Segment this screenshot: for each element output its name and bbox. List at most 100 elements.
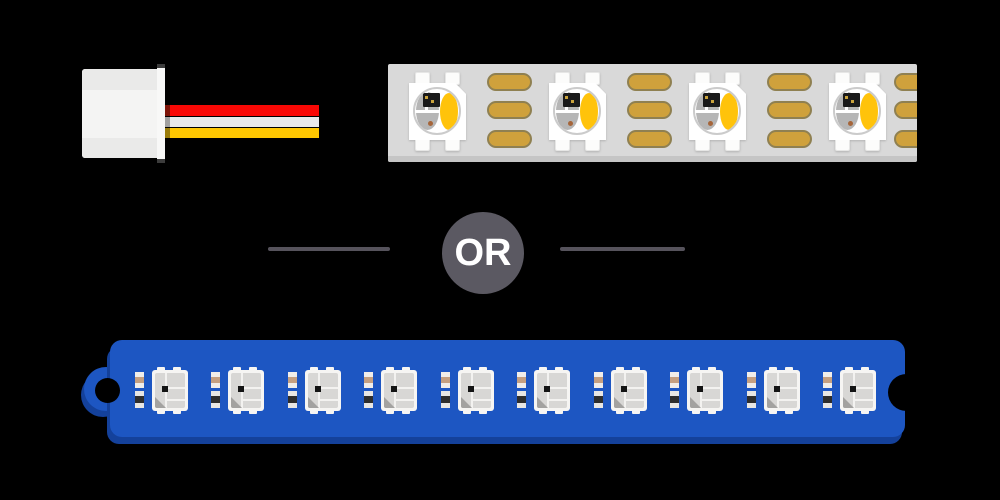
resistor-black [441,391,450,408]
solder-pad [894,130,917,148]
wire-yellow [165,128,319,138]
smd-led-face [614,373,644,408]
smd-led-tab [402,367,410,371]
smd-led-dot [162,386,168,392]
resistor-cap [364,391,373,396]
smd-led-corner-fold [537,397,548,408]
bond-wire-dot [425,96,428,99]
resistor-cap [364,383,373,388]
led-phosphor [860,93,878,130]
smd-led-package [152,367,188,414]
smd-led-package [764,367,800,414]
resistor-cap [747,403,756,408]
resistor-black [288,391,297,408]
smd-led-divider [700,387,720,389]
bond-pad-dot [708,121,713,126]
led-phosphor [440,93,458,130]
resistor-black [517,391,526,408]
smd-led-tab [539,367,547,371]
smd-led-tab [463,410,471,414]
bond-wire-dot [565,96,568,99]
resistor-cap [747,372,756,377]
connector-housing [82,69,157,158]
smd-led-corner-fold [843,397,854,408]
resistor-cap [594,383,603,388]
smd-led-divider [853,399,873,401]
smd-led-tab [632,367,640,371]
bond-pad-dot [428,121,433,126]
resistor-cap [441,383,450,388]
smd-led-face [231,373,261,408]
smd-led-dot [621,386,627,392]
smd-led-package [687,367,723,414]
or-label: OR [454,231,512,274]
smd-led-tab [861,410,869,414]
smd-led-face [537,373,567,408]
smd-led-divider [394,387,414,389]
resistor-tan [441,372,450,388]
smd-led-tab [785,367,793,371]
resistor-cap [288,403,297,408]
resistor-band [670,377,679,383]
smd-led-tab [386,367,394,371]
resistor-band [364,377,373,383]
led-lens-ring [833,87,881,135]
resistor-cap [670,372,679,377]
rgbw-led-package [689,72,746,151]
bond-pad-dot [848,121,853,126]
resistor-band [594,396,603,403]
smd-led-tab [708,410,716,414]
smd-led-dot [468,386,474,392]
resistor-cap [135,391,144,396]
bond-wire-dot [711,100,714,103]
smd-led-tab [157,410,165,414]
smd-led-tab [845,367,853,371]
smd-led-divider [700,399,720,401]
resistor-cap [135,372,144,377]
resistor-cap [364,372,373,377]
smd-led-tab [326,410,334,414]
edge-notch [888,374,925,411]
blue-strip-led-unit [670,367,724,414]
smd-led-tab [463,367,471,371]
resistor-band [747,377,756,383]
led-body [689,83,746,140]
resistor-cap [594,403,603,408]
smd-led-dot [850,386,856,392]
resistor-tan [211,372,220,388]
smd-led-divider [165,399,185,401]
smd-led-divider [547,387,567,389]
divider-dash-right [560,247,685,251]
smd-led-divider [624,387,644,389]
smd-led-tab [233,410,241,414]
smd-led-divider [471,399,491,401]
resistor-cap [823,391,832,396]
resistor-band [670,396,679,403]
resistor-band [364,396,373,403]
resistor-band [594,377,603,383]
smd-led-divider [624,399,644,401]
smd-led-divider [471,387,491,389]
resistor-black [823,391,832,408]
smd-led-package [534,367,570,414]
resistor-cap [288,391,297,396]
resistor-cap [670,383,679,388]
smd-led-dot [774,386,780,392]
resistor-band [211,396,220,403]
smd-led-divider [394,399,414,401]
solder-pad [487,101,532,119]
bond-wire-dot [571,100,574,103]
blue-strip-led-unit [441,367,495,414]
smd-led-tab [555,367,563,371]
led-reflector-gap [835,110,860,113]
smd-led-face [843,373,873,408]
smd-led-corner-fold [308,397,319,408]
resistor-cap [441,372,450,377]
resistor-cap [288,372,297,377]
resistor-cap [823,372,832,377]
smd-led-corner-fold [155,397,166,408]
smd-led-tab [769,367,777,371]
smd-led-corner-fold [690,397,701,408]
resistor-cap [211,403,220,408]
